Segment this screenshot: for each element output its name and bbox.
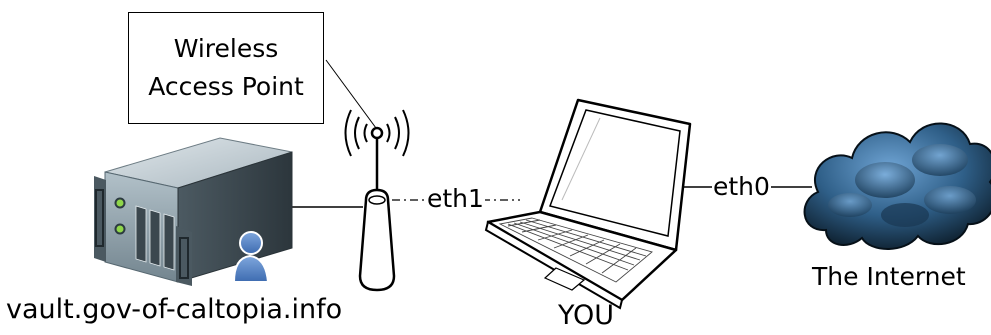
- laptop-icon: [484, 98, 692, 310]
- cloud-label: The Internet: [812, 262, 966, 291]
- laptop-label: YOU: [558, 300, 615, 331]
- access-point-icon: [344, 109, 410, 292]
- eth0-label: eth0: [712, 172, 771, 201]
- eth1-label: eth1: [426, 184, 485, 213]
- server-icon: [94, 137, 293, 286]
- user-icon: [232, 231, 270, 283]
- internet-cloud-icon: [803, 122, 991, 250]
- callout-line-2: Access Point: [148, 72, 304, 101]
- callout-line-1: Wireless: [173, 34, 279, 63]
- callout-leader-line: [325, 59, 377, 129]
- access-point-callout: Wireless Access Point: [128, 12, 324, 124]
- server-label: vault.gov-of-caltopia.info: [6, 294, 343, 325]
